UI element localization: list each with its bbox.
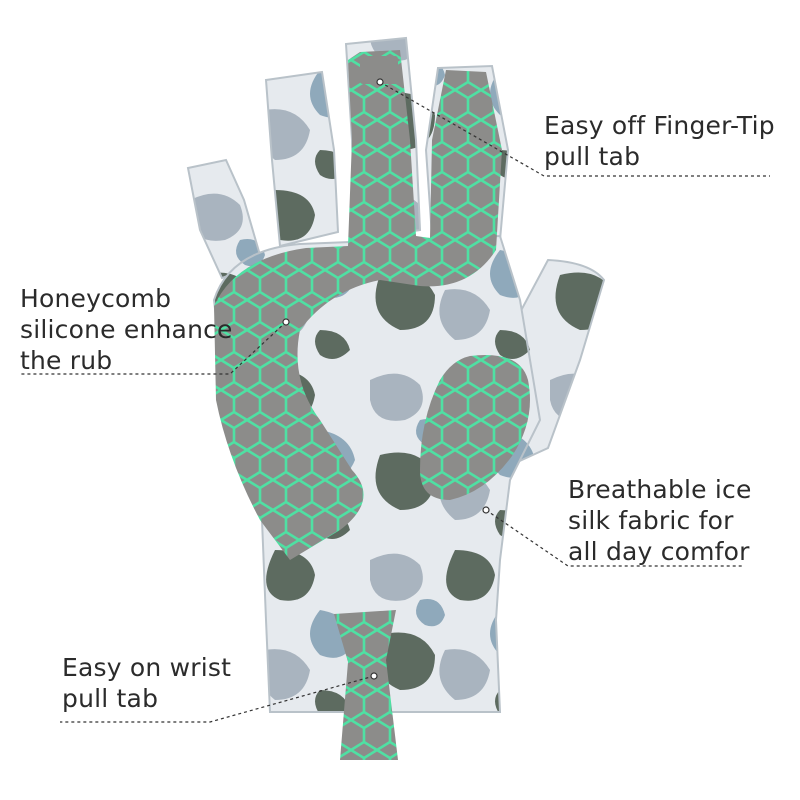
- callout-line: Easy on wrist: [62, 653, 232, 682]
- callout-line: pull tab: [544, 142, 641, 171]
- finger-tip-tab: [360, 56, 398, 84]
- callout-line: Breathable ice: [568, 475, 752, 504]
- leader-honeycomb: [20, 321, 287, 375]
- callout-wrist-tab: Easy on wrist pull tab: [62, 652, 231, 714]
- callout-line: Honeycomb: [20, 284, 172, 313]
- callout-breathable: Breathable ice silk fabric for all day c…: [568, 474, 752, 567]
- callout-line: pull tab: [62, 684, 159, 713]
- callout-line: silk fabric for: [568, 506, 734, 535]
- leader-lines: [20, 81, 770, 723]
- thumb-silicone-pad: [420, 355, 530, 500]
- callout-line: silicone enhance: [20, 315, 233, 344]
- wrist-pull-tab: [334, 610, 398, 760]
- callout-line: all day comfor: [568, 537, 750, 566]
- palm-silicone-pad: [214, 50, 502, 560]
- callout-honeycomb: Honeycomb silicone enhance the rub: [20, 283, 233, 376]
- glove: [186, 36, 606, 760]
- callout-line: Easy off Finger-Tip: [544, 111, 775, 140]
- leader-dots: [282, 78, 490, 680]
- ring-finger: [264, 70, 340, 248]
- callout-line: the rub: [20, 346, 113, 375]
- callout-finger-tip-tab: Easy off Finger-Tip pull tab: [544, 110, 775, 172]
- leader-wrist: [60, 675, 375, 723]
- leader-breathable: [485, 509, 744, 567]
